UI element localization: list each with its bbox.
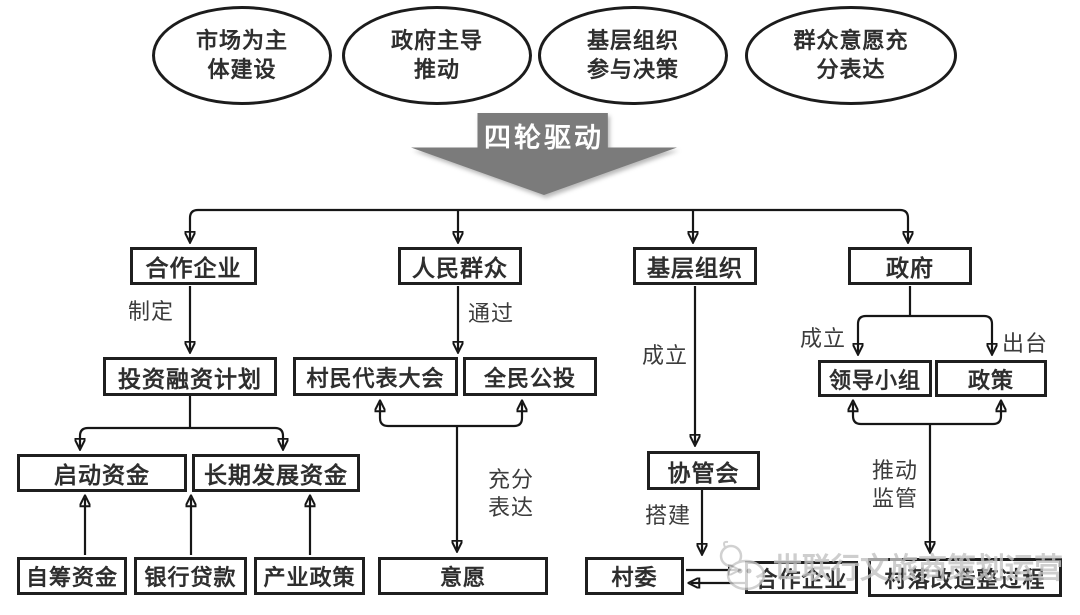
- node-industry-policy: 产业政策: [254, 557, 365, 595]
- node-will: 意愿: [378, 557, 548, 595]
- edge-label-promote-supervise: 推动 监管: [872, 458, 919, 511]
- four-wheel-drive-arrow: 四轮驱动: [411, 113, 677, 195]
- node-bank-loan: 银行贷款: [134, 557, 247, 595]
- node-grassroots: 基层组织: [633, 247, 757, 285]
- node-referendum: 全民公投: [463, 357, 597, 396]
- enterprise-branch: [80, 286, 310, 555]
- edge-label-issue: 出台: [1002, 331, 1049, 356]
- funnel-label: 四轮驱动: [484, 123, 604, 153]
- node-leading-group: 领导小组: [818, 360, 932, 397]
- node-coord-council: 协管会: [647, 451, 760, 490]
- node-longterm-fund: 长期发展资金: [192, 454, 360, 492]
- node-coop-enterprise: 合作企业: [130, 247, 257, 285]
- grassroots-branch: [686, 286, 745, 583]
- distribution-bus: [190, 208, 908, 240]
- government-branch: [853, 286, 1001, 550]
- node-self-fund: 自筹资金: [17, 557, 127, 595]
- edge-label-fully-express: 充分 表达: [487, 467, 534, 520]
- people-branch: [380, 286, 522, 549]
- edge-label-build: 搭建: [645, 503, 692, 528]
- edge-label-establish-grassroots: 成立: [642, 343, 689, 368]
- edge-label-through: 通过: [468, 301, 515, 326]
- down-arrow-shape: 四轮驱动: [411, 113, 677, 195]
- edge-label-formulate: 制定: [128, 299, 175, 324]
- edge-label-establish-gov: 成立: [800, 326, 847, 351]
- node-startup-fund: 启动资金: [17, 454, 187, 492]
- ellipse-public-will: 群众意愿充 分表达: [745, 6, 957, 105]
- node-invest-plan: 投资融资计划: [103, 357, 277, 396]
- ellipse-market-driven: 市场为主 体建设: [152, 6, 332, 105]
- node-people: 人民群众: [398, 247, 522, 285]
- node-village-committee: 村委: [585, 557, 684, 595]
- ellipse-government-led: 政府主导 推动: [342, 6, 532, 105]
- node-village-congress: 村民代表大会: [293, 357, 458, 396]
- node-partner-enterprise: 合作企业: [745, 561, 858, 594]
- ellipse-grassroots-participation: 基层组织 参与决策: [538, 6, 728, 105]
- node-policy: 政策: [935, 360, 1047, 397]
- node-government: 政府: [848, 247, 972, 285]
- node-renovation-process: 村落改造整过程: [868, 558, 1062, 597]
